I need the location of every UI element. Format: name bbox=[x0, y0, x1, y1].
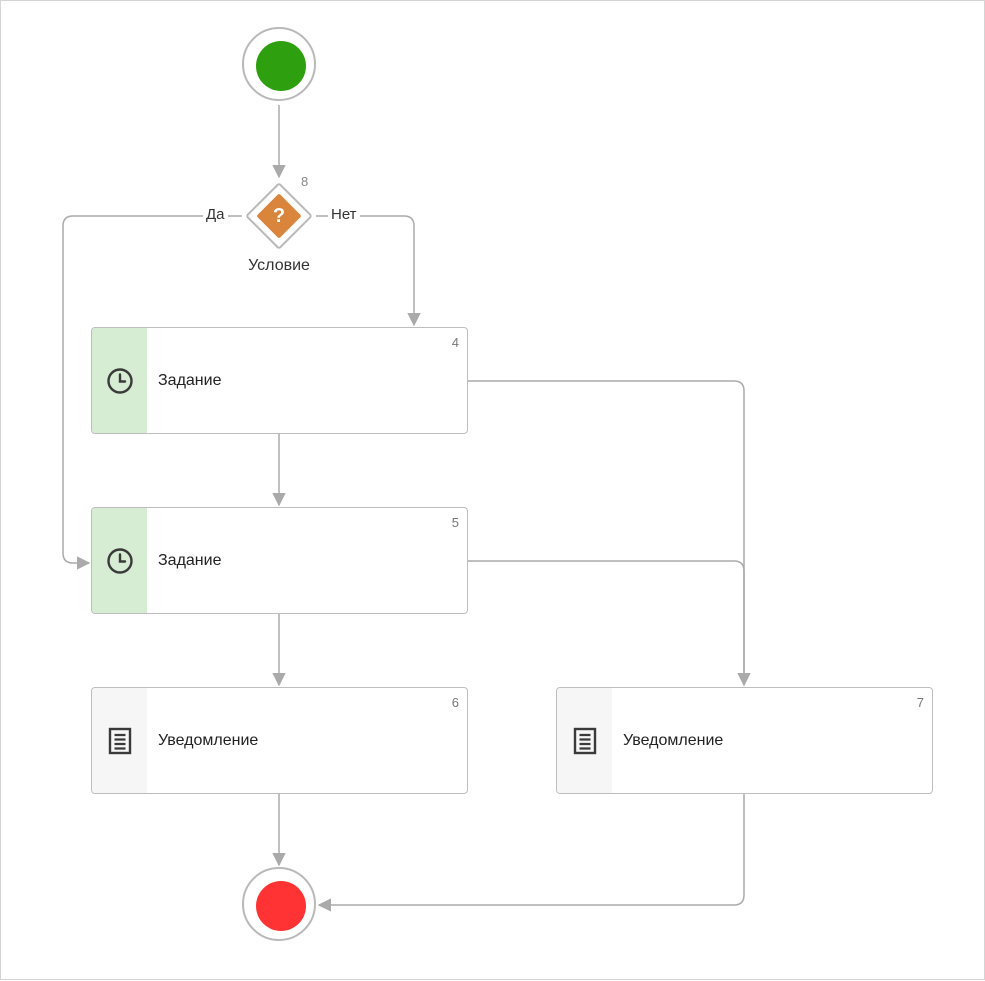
edge-task5-to-notify7 bbox=[468, 560, 745, 685]
notification-node-7[interactable]: Уведомление 7 bbox=[556, 687, 933, 794]
branch-label-no: Нет bbox=[328, 206, 360, 223]
task-label: Задание bbox=[158, 552, 222, 569]
clock-icon bbox=[107, 368, 133, 394]
clock-icon bbox=[107, 548, 133, 574]
task-label: Задание bbox=[158, 372, 222, 389]
edge-gateway-no-to-task4 bbox=[316, 215, 421, 327]
notification-node-6[interactable]: Уведомление 6 bbox=[91, 687, 468, 794]
task-node-5[interactable]: Задание 5 bbox=[91, 507, 468, 614]
document-icon bbox=[108, 727, 132, 755]
gateway-label: Условие bbox=[248, 257, 310, 274]
edge-notify7-to-end bbox=[317, 794, 745, 912]
end-event[interactable] bbox=[242, 867, 316, 941]
notification-number: 6 bbox=[451, 695, 459, 710]
branch-label-yes: Да bbox=[203, 206, 228, 223]
edge-task4-to-notify7 bbox=[468, 380, 751, 687]
document-icon bbox=[573, 727, 597, 755]
task-number: 4 bbox=[451, 335, 459, 350]
task-node-4[interactable]: Задание 4 bbox=[91, 327, 468, 434]
condition-gateway[interactable]: ? bbox=[242, 179, 316, 253]
notification-label: Уведомление bbox=[623, 732, 724, 749]
notification-number: 7 bbox=[916, 695, 924, 710]
notification-label: Уведомление bbox=[158, 732, 259, 749]
end-event-icon bbox=[256, 881, 306, 931]
question-mark-icon: ? bbox=[272, 205, 286, 227]
gateway-number: 8 bbox=[301, 174, 309, 189]
edge-gateway-yes-to-task5 bbox=[62, 215, 242, 570]
start-event[interactable] bbox=[242, 27, 316, 101]
start-event-icon bbox=[256, 41, 306, 91]
task-number: 5 bbox=[451, 515, 459, 530]
